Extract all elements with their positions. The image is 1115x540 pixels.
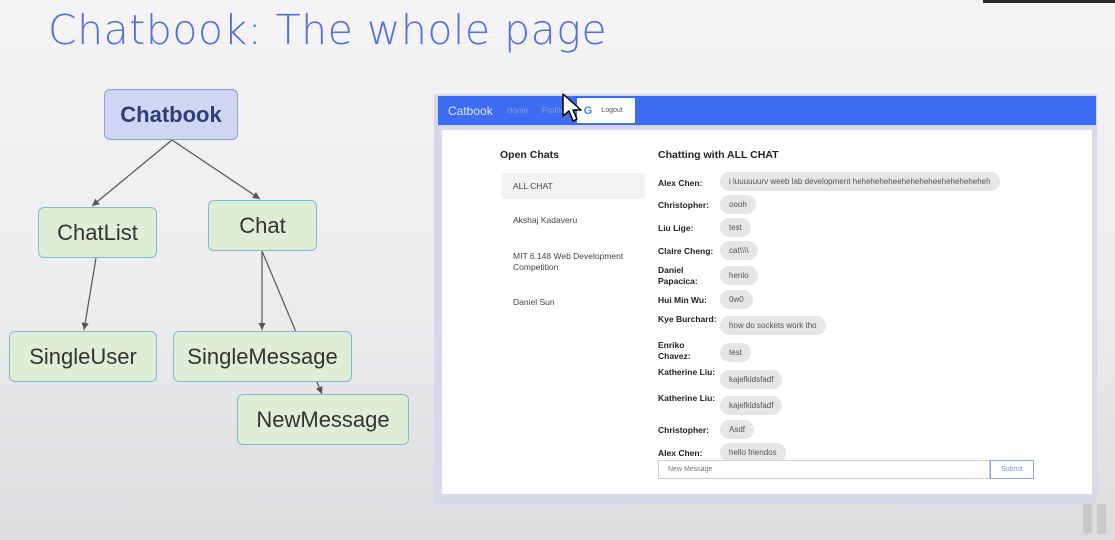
message-author: Hui Min Wu: [658,295,707,305]
node-singleuser: SingleUser [9,331,157,382]
nav-link-profile[interactable]: Profile [542,106,565,115]
message-bubble: hello friendos [720,443,786,462]
message-bubble: kajefkldsfadf [720,370,783,389]
logout-label: Logout [601,107,623,114]
edge-chatbook-chat [171,139,261,200]
chat-page: Open Chats ALL CHAT Akshaj Kadaveru MIT … [442,130,1092,494]
message-author: Alex Chen: [658,448,703,458]
message-bubble: Asdf [720,420,755,439]
app-screenshot: Catbook Home Profile G Logout Open Chats… [434,94,1097,503]
node-newmessage: NewMessage [237,394,409,445]
nav-link-home[interactable]: Home [506,106,529,115]
chat-list-item-akshaj[interactable]: Akshaj Kadaveru [513,214,578,225]
message-author: Alex Chen: [658,178,703,188]
navbar-logo[interactable]: Catbook [448,103,493,118]
new-message-input[interactable] [658,460,990,479]
message-author: Christopher: [658,200,709,210]
edge-chatlist-singleuser [81,257,97,331]
chatting-with-title: Chatting with ALL CHAT [658,149,779,161]
message-bubble: cat\\\\ [720,241,758,260]
chat-list-item-mit-6148[interactable]: MIT 6.148 Web Development Competition [513,251,624,272]
message-bubble: oooh [720,195,756,214]
message-author: Katherine Liu: [658,367,716,377]
message-bubble: how do sockets work tho [720,316,826,335]
message-author: Katherine Liu: [658,393,716,403]
message-author: Daniel Papacica: [658,265,698,286]
chat-list-item-all-chat[interactable]: ALL CHAT [501,173,645,199]
message-author: Christopher: [658,425,709,435]
pause-icon[interactable] [1083,504,1109,534]
node-singlemessage: SingleMessage [173,331,352,382]
message-bubble: test [720,218,751,237]
google-logout-button[interactable]: G Logout [576,98,635,123]
node-chatlist: ChatList [38,207,157,258]
message-author: Kye Burchard: [658,314,717,324]
tree-connectors [81,139,323,395]
message-bubble: henlo [720,266,758,285]
node-chat: Chat [208,200,317,251]
message-author: Enriko Chavez: [658,340,691,361]
mouse-pointer-icon [562,93,582,122]
google-icon: G [583,104,593,117]
message-bubble: test [720,343,751,362]
node-chatbook: Chatbook [104,89,238,140]
message-bubble: kajefkldsfadf [720,396,783,415]
top-edge-strip [983,0,1115,3]
open-chats-title: Open Chats [500,149,559,161]
chat-list-item-daniel-sun[interactable]: Daniel Sun [513,296,555,307]
slide-title: Chatbook: The whole page [48,6,608,54]
message-author: Claire Cheng: [658,246,714,256]
navbar: Catbook Home Profile G Logout [438,96,1096,125]
submit-button[interactable]: Submit [990,460,1034,479]
message-bubble: 0w0 [720,290,753,309]
message-bubble: i luuuuuurv weeb lab development heheheh… [720,172,1000,191]
message-author: Liu Lige: [658,223,694,233]
edge-chatbook-chatlist [91,139,173,207]
